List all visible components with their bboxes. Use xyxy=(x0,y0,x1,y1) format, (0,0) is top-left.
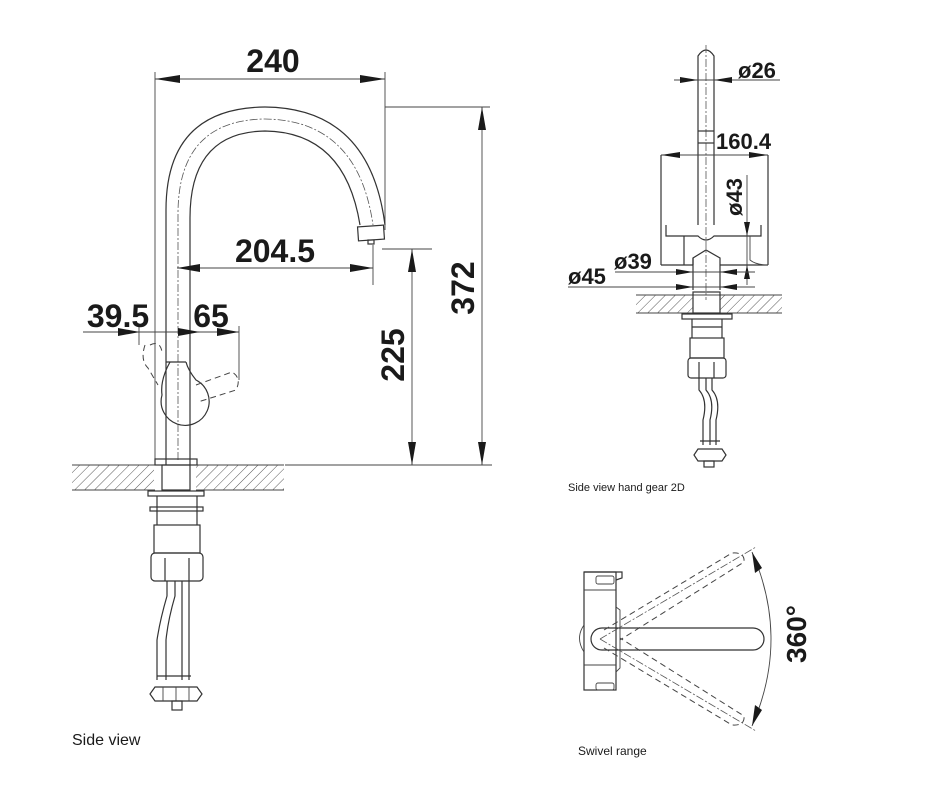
swivel-range-drawing xyxy=(579,546,772,732)
caption-swivel-range: Swivel range xyxy=(578,744,647,758)
dimension-diameter-39: ø39 xyxy=(614,249,652,274)
dimension-240: 240 xyxy=(246,43,299,79)
dimension-diameter-43: ø43 xyxy=(722,178,747,216)
caption-side-view-hand-gear: Side view hand gear 2D xyxy=(568,482,685,494)
dimension-160-4: 160.4 xyxy=(716,129,772,154)
side-view-drawing xyxy=(72,72,492,711)
dimension-372: 372 xyxy=(445,261,481,314)
hand-gear-drawing xyxy=(568,45,782,468)
dimension-65: 65 xyxy=(193,298,229,334)
dimension-diameter-26: ø26 xyxy=(738,58,776,83)
dimension-225: 225 xyxy=(375,328,411,381)
dimension-204-5: 204.5 xyxy=(235,233,315,269)
caption-side-view: Side view xyxy=(72,732,141,749)
dimension-swivel-360: 360° xyxy=(781,605,812,663)
dimension-39-5: 39.5 xyxy=(87,298,149,334)
dimension-diameter-45: ø45 xyxy=(568,264,606,289)
